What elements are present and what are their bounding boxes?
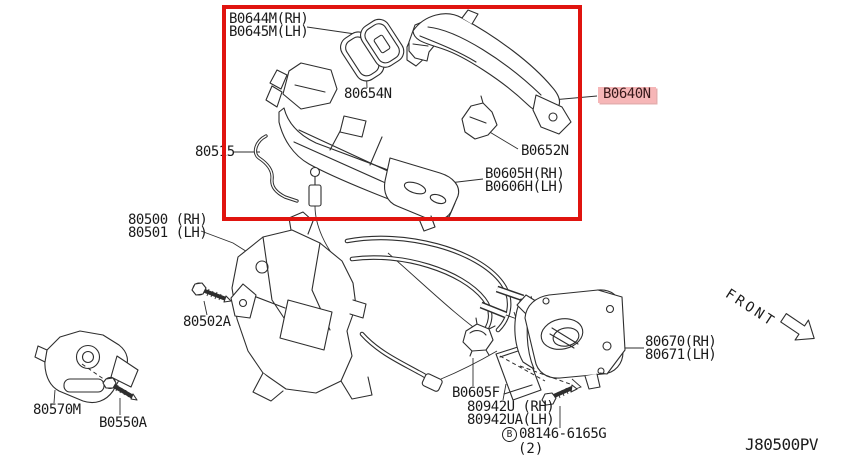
striker-drawing xyxy=(34,330,139,404)
part-label-striker[interactable]: 80570M xyxy=(33,402,81,418)
part-number: B0606H(LH) xyxy=(485,179,565,195)
part-label-seal[interactable]: 80654N xyxy=(344,86,392,102)
part-number: 80671(LH) xyxy=(645,347,717,363)
part-number: 80500 (RH) xyxy=(128,212,208,228)
front-arrow-icon xyxy=(780,313,815,341)
lock-rod-drawing xyxy=(253,134,299,203)
part-number: 08146-6165G xyxy=(519,426,607,442)
striker-screw-drawing xyxy=(81,363,138,401)
inside-handle-drawing xyxy=(499,289,626,392)
lock-actuator-drawing xyxy=(230,211,373,402)
outside-handle-grip-drawing xyxy=(412,9,572,135)
part-number: 80942UA(LH) xyxy=(467,412,555,428)
cable-clip-drawing xyxy=(462,317,496,357)
part-label-inside-handle[interactable]: 80670(RH) 80671(LH) xyxy=(645,334,717,363)
part-label-handle-kit[interactable]: B0644M(RH) B0645M(LH) xyxy=(229,11,309,40)
part-number: 80502A xyxy=(183,314,231,330)
part-number: 80570M xyxy=(33,402,81,418)
part-number: B0640N xyxy=(603,86,651,102)
part-number: B0605H(RH) xyxy=(485,166,565,182)
part-label-outside-handle[interactable]: B0640N xyxy=(598,87,656,103)
part-label-rod[interactable]: 80515 xyxy=(195,144,235,160)
part-label-striker-screw[interactable]: B0550A xyxy=(99,415,147,431)
part-number: 80654N xyxy=(344,86,392,102)
part-number: 80501 (LH) xyxy=(128,225,208,241)
part-number: 80942U (RH) xyxy=(467,399,555,415)
escutcheon-pad-drawing xyxy=(495,344,542,401)
part-label-escutcheon[interactable]: 80942U (RH) 80942UA(LH) xyxy=(467,399,555,428)
door-cables-drawing xyxy=(344,235,535,392)
cover-bracket-drawing xyxy=(461,95,498,140)
circled-b-icon: B xyxy=(502,427,517,442)
part-label-cover[interactable]: B0652N xyxy=(521,143,569,159)
part-label-lock-assembly[interactable]: 80500 (RH) 80501 (LH) xyxy=(128,212,208,241)
cable-ball-end-drawing xyxy=(308,166,343,267)
bolt-quantity: (2) xyxy=(518,441,544,457)
part-label-handle-bracket[interactable]: B0605H(RH) B0606H(LH) xyxy=(485,166,565,195)
part-number: 80670(RH) xyxy=(645,334,717,350)
lock-screw-drawing xyxy=(191,282,232,303)
part-label-lock-screw[interactable]: 80502A xyxy=(183,314,231,330)
part-number: B0644M(RH) xyxy=(229,11,309,27)
part-number: B0550A xyxy=(99,415,147,431)
part-number: B0652N xyxy=(521,143,569,159)
part-number: B0605F xyxy=(452,385,500,401)
part-number: 80515 xyxy=(195,144,235,160)
part-label-mount-bolt[interactable]: B 08146-6165G xyxy=(502,426,607,442)
part-number: B0645M(LH) xyxy=(229,24,309,40)
diagram-code: J80500PV xyxy=(745,435,819,454)
mount-bolt-drawing xyxy=(541,384,578,406)
handle-bracket-drawing xyxy=(383,157,460,232)
part-label-cable-clip[interactable]: B0605F xyxy=(452,385,500,401)
escutcheon-frame-drawing xyxy=(360,18,405,68)
